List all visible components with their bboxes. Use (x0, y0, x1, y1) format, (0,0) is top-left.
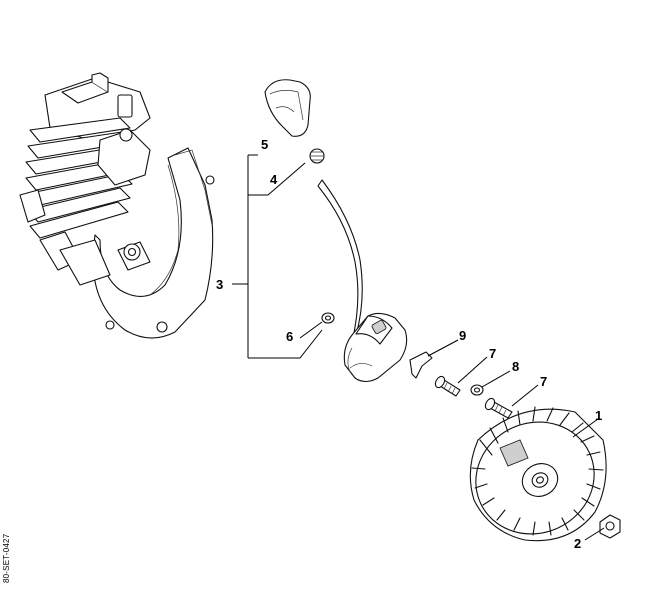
screw-lower (484, 397, 513, 419)
leader-lines (232, 283, 605, 541)
clip (409, 351, 433, 379)
spring (309, 148, 325, 164)
engine-block (19, 72, 215, 339)
callout-9: 9 (459, 328, 466, 343)
screw-upper (434, 375, 461, 397)
callout-1: 1 (595, 408, 602, 423)
ignition-module (343, 312, 408, 383)
spark-plug-boot (264, 79, 311, 137)
callout-5: 5 (261, 137, 268, 152)
callout-6: 6 (286, 329, 293, 344)
callout-8: 8 (512, 359, 519, 374)
grommet (321, 312, 335, 324)
washer (470, 384, 484, 396)
callout-7-lower: 7 (540, 374, 547, 389)
callout-2: 2 (574, 536, 581, 551)
callout-7-upper: 7 (489, 346, 496, 361)
nut (599, 514, 621, 539)
callout-3: 3 (216, 277, 223, 292)
document-id: 80-SET-0427 (2, 533, 11, 583)
flywheel (469, 406, 607, 542)
callout-4: 4 (270, 172, 278, 187)
